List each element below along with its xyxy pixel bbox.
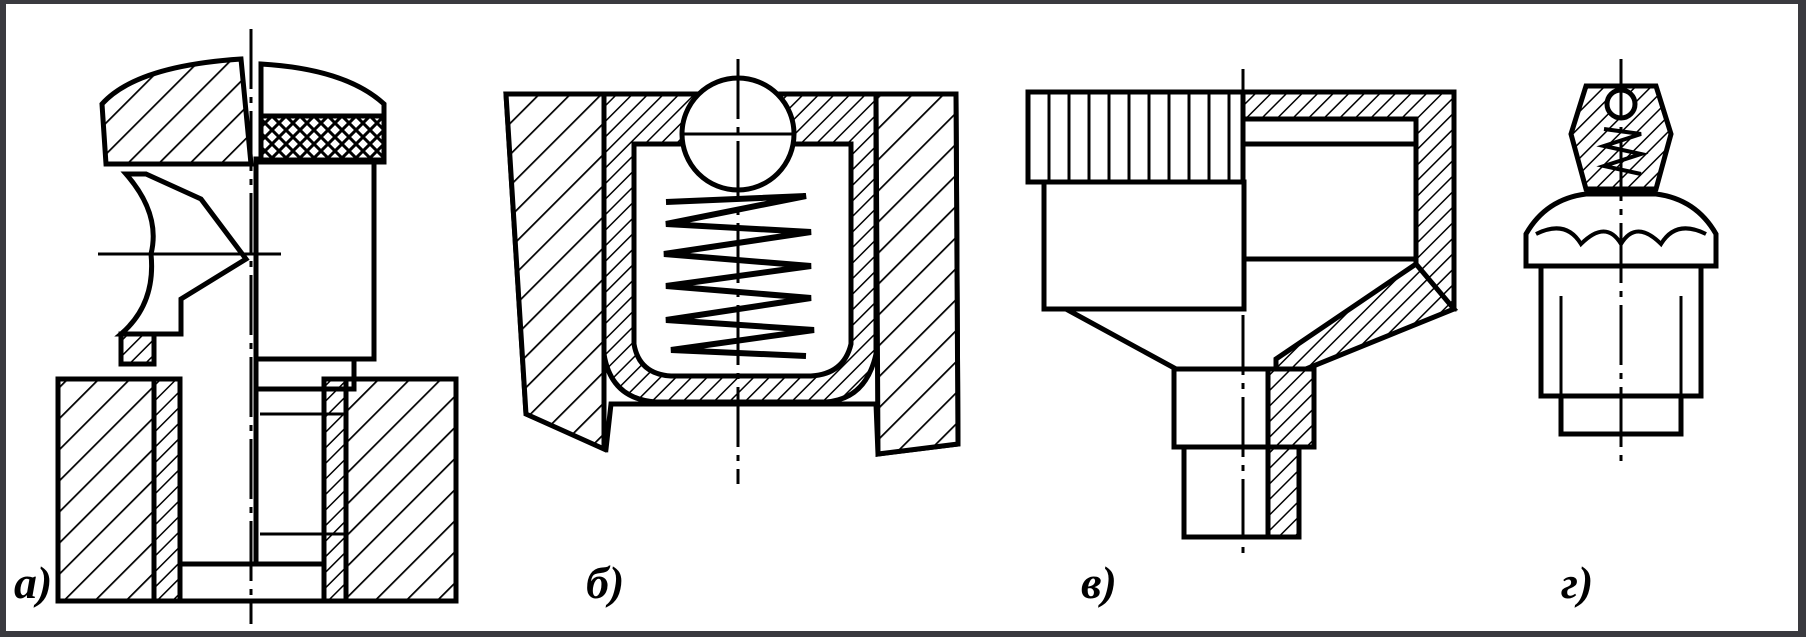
fitting-b-drawing [503, 59, 961, 484]
caption-g: г) [1561, 557, 1594, 608]
fitting-c-drawing [1025, 69, 1459, 554]
figure-drawing [55, 29, 1719, 624]
fitting-d-drawing [1523, 59, 1719, 469]
caption-v: в) [1081, 557, 1117, 608]
fitting-a-drawing [55, 29, 459, 624]
figure-canvas: а) б) в) г) [6, 4, 1798, 631]
caption-b: б) [586, 557, 625, 608]
caption-a: а) [14, 557, 53, 608]
